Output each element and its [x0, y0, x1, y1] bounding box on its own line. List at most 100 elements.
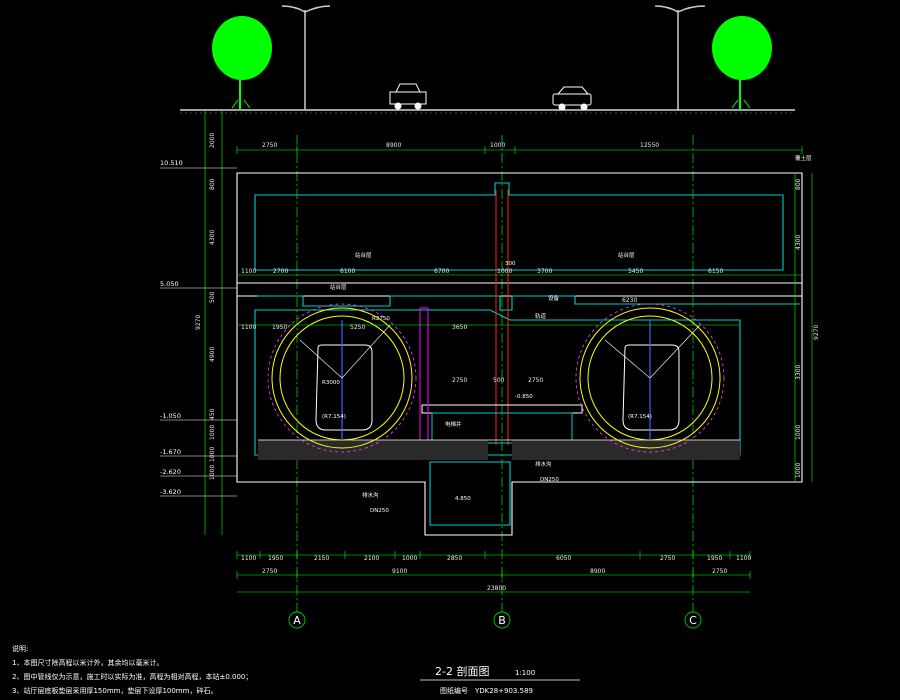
dim-text: 4300	[795, 235, 802, 250]
drawing-scale: 1:100	[515, 669, 535, 677]
note-item: 3、站厅层底板垫层采用厚150mm，垫层下设厚100mm，碎石。	[12, 686, 217, 695]
dim-text: 3700	[537, 268, 552, 275]
dim-text: 450	[209, 408, 216, 420]
elevation-text: -2.620	[160, 468, 181, 476]
dim-text: 12550	[640, 142, 659, 149]
dim-text: 2750	[712, 568, 727, 575]
dim-text: 500	[209, 291, 216, 303]
dim-text: 2100	[364, 555, 379, 562]
axis-bubble-a	[288, 611, 306, 629]
elevation-text: -1.670	[160, 448, 181, 456]
center-column	[495, 190, 509, 445]
label-text: (R7.154)	[628, 414, 652, 420]
street-scene	[180, 5, 795, 114]
note-item: 2、图中管线仅为示意，施工时以实际为准，高程为相对高程，本站±0.000；	[12, 672, 252, 681]
label-text: 300	[505, 261, 516, 267]
dim-text: 9100	[392, 568, 407, 575]
tunnel-right	[575, 303, 725, 453]
dim-text: 2750	[660, 555, 675, 562]
annotation-labels: 站台层 站台层 站台层 轨道 电梯井 4.850 -0.850 (R7.154)…	[322, 154, 812, 514]
dim-text: 1000	[209, 447, 216, 462]
elevation-text: 10.510	[160, 159, 183, 167]
total-width-text: 23800	[487, 585, 506, 592]
dim-text: 1000	[209, 425, 216, 440]
dim-text: 6100	[340, 268, 355, 275]
note-item: 1、本图尺寸除高程以米计外，其余均以毫米计。	[12, 658, 163, 667]
dim-text: 6230	[622, 297, 637, 304]
left-vertical-dimensions: 2000 800 4300 500 4900 450 1000 1000 100…	[195, 133, 216, 480]
dim-text: 2700	[273, 268, 288, 275]
dimension-lines	[204, 110, 813, 593]
label-text: (R7.154)	[322, 414, 346, 420]
label-text: 覆土层	[795, 154, 812, 162]
dim-text: 3650	[452, 324, 467, 331]
drawing-notes: 说明: 1、本图尺寸除高程以米计外，其余均以毫米计。 2、图中管线仅为示意，施工…	[12, 644, 252, 695]
dim-text: 1000	[497, 268, 512, 275]
car-icon	[389, 83, 427, 110]
drawing-title: 2-2 剖面图	[435, 664, 489, 678]
dim-text: 800	[795, 178, 802, 190]
axis-lines	[296, 135, 694, 612]
label-text: 站台层	[618, 251, 635, 259]
drawing-number-label: 图纸编号	[440, 686, 468, 695]
label-text: 站台层	[355, 251, 372, 259]
dim-text: 4300	[209, 230, 216, 245]
dim-text: 6150	[708, 268, 723, 275]
label-text: 排水沟	[535, 460, 552, 468]
label-text: 轨道	[535, 312, 547, 320]
axis-bubble-c	[684, 611, 702, 629]
axis-bubble-b	[493, 611, 511, 629]
label-text: R2750	[372, 316, 390, 322]
dim-text: 1100	[241, 324, 256, 331]
station-structure	[236, 172, 803, 536]
street-lamp-icon	[281, 5, 706, 110]
dim-text: 8900	[386, 142, 401, 149]
dim-text: 2750	[262, 142, 277, 149]
dim-text: 2850	[447, 555, 462, 562]
dim-text: 500	[493, 377, 505, 384]
dim-text: 800	[209, 178, 216, 190]
right-vertical-dimensions: 800 4300 3300 1000 1000 9270	[795, 178, 820, 478]
dim-text: 1950	[272, 324, 287, 331]
notes-heading: 说明:	[12, 644, 28, 653]
label-text: -0.850	[515, 394, 533, 400]
dim-text: 1950	[707, 555, 722, 562]
dim-text: 2000	[209, 133, 216, 148]
dim-text: 1000	[490, 142, 505, 149]
label-text: DN250	[370, 508, 389, 514]
dim-text: 2750	[262, 568, 277, 575]
dim-text: 1100	[736, 555, 751, 562]
dim-text: 9270	[195, 315, 202, 330]
upper-bottom-dimensions: 1100 1950 5250 3650 6230	[241, 297, 637, 331]
tree-icon	[212, 16, 272, 110]
dim-text: 1950	[268, 555, 283, 562]
drawing-number: YDK28+903.589	[474, 687, 533, 695]
dim-text: 2150	[314, 555, 329, 562]
dim-text: 9270	[813, 325, 820, 340]
dim-text: 1000	[795, 425, 802, 440]
elevation-text: 5.050	[160, 280, 179, 288]
dim-text: 5450	[628, 268, 643, 275]
dim-text: 5250	[350, 324, 365, 331]
dim-text: 8900	[590, 568, 605, 575]
bottom-dimensions-row2: 2750 9100 8900 2750	[262, 568, 727, 575]
label-text: 设备	[548, 294, 560, 302]
axis-label-a: A	[293, 614, 301, 627]
elevation-text: -3.620	[160, 488, 181, 496]
elevation-marks: 10.510 5.050 -1.050 -1.670 -2.620 -3.620	[160, 159, 237, 497]
label-text: R3000	[322, 380, 340, 386]
axis-label-b: B	[498, 614, 506, 627]
tree-icon	[712, 16, 772, 110]
dim-text: 4900	[209, 347, 216, 362]
dim-text: 1100	[241, 555, 256, 562]
dim-text: 1000	[795, 463, 802, 478]
axis-bubbles: A B C	[288, 611, 702, 629]
label-text: 站台层	[330, 283, 347, 291]
elevation-text: -1.050	[160, 412, 181, 420]
car-icon	[552, 86, 592, 111]
axis-label-c: C	[689, 614, 697, 627]
tunnel-left	[267, 303, 417, 453]
dim-text: 1100	[241, 268, 256, 275]
dim-text: 6700	[434, 268, 449, 275]
inner-dimensions: 2750 500 2750	[452, 377, 543, 384]
